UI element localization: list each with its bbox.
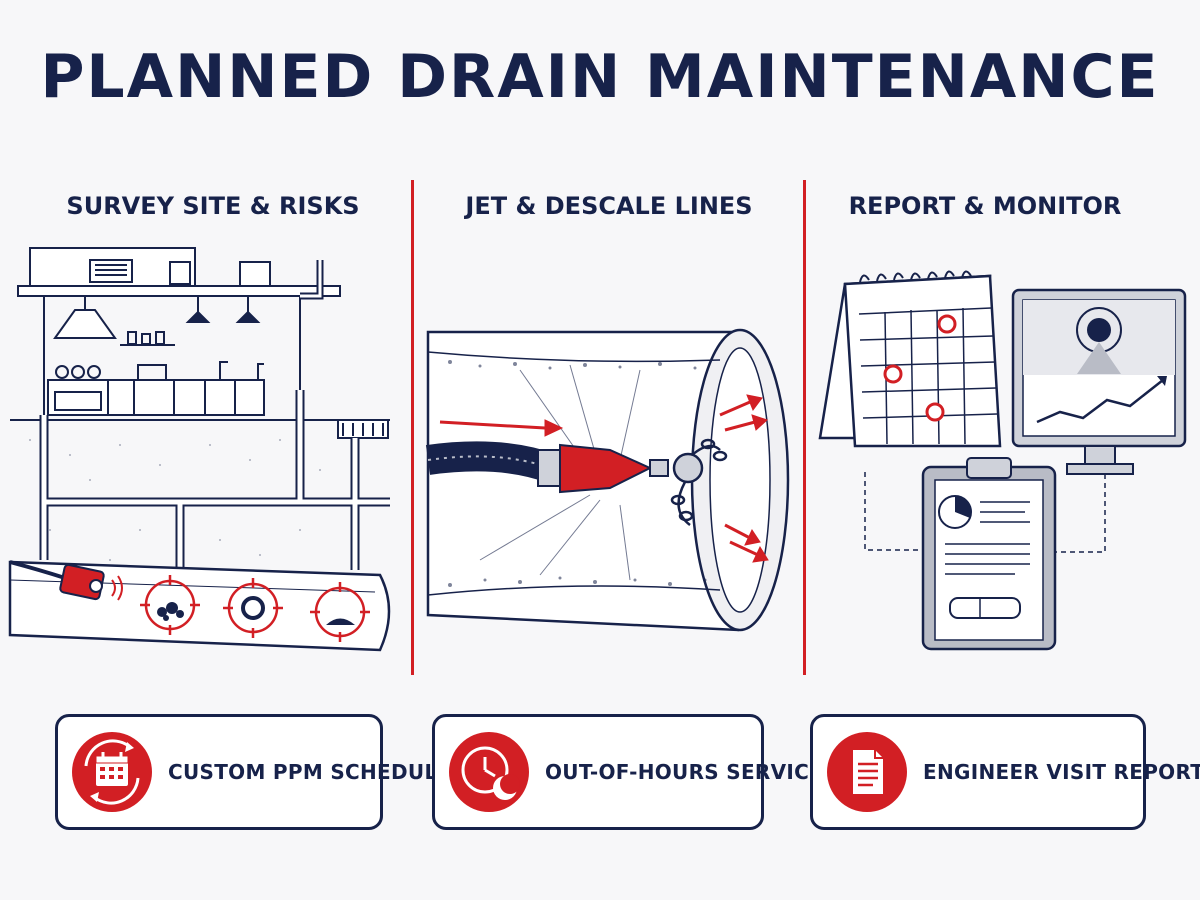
ground-texture	[29, 439, 371, 561]
building	[17, 247, 341, 416]
column-divider-right	[803, 180, 806, 675]
feature-label-out-of-hours: OUT-OF-HOURS SERVICING	[545, 760, 851, 784]
feature-label-visit-reports: ENGINEER VISIT REPORTS	[923, 760, 1200, 784]
feature-card-ppm-schedule: CUSTOM PPM SCHEDULE	[55, 714, 451, 830]
column-heading-report: REPORT & MONITOR	[848, 192, 1122, 220]
monitor	[1011, 288, 1187, 475]
document-icon	[827, 732, 907, 812]
feature-card-out-of-hours: OUT-OF-HOURS SERVICING	[432, 714, 850, 830]
clipboard	[921, 457, 1057, 651]
flow-arrows	[439, 394, 769, 563]
jetting-hose	[425, 441, 556, 483]
column-heading-survey: SURVEY SITE & RISKS	[66, 192, 360, 220]
column-heading-jet: JET & DESCALE LINES	[465, 192, 753, 220]
calendar	[818, 270, 1002, 448]
column-divider-left	[411, 180, 414, 675]
feature-card-visit-reports: ENGINEER VISIT REPORTS	[810, 714, 1200, 830]
ground	[10, 419, 390, 439]
page-title: PLANNED DRAIN MAINTENANCE	[40, 42, 1160, 112]
survey-illustration	[8, 247, 391, 652]
clock-moon-icon	[449, 732, 529, 812]
scale-deposits	[448, 360, 707, 587]
chain-knocker	[670, 438, 728, 526]
jetting-nozzle	[537, 443, 669, 494]
dashed-connector	[864, 472, 1106, 553]
drain-pipes-inner	[41, 260, 390, 570]
report-illustration	[818, 270, 1187, 651]
jetting-illustration	[425, 328, 790, 632]
camera	[59, 563, 123, 601]
feature-label-ppm-schedule: CUSTOM PPM SCHEDULE	[168, 760, 452, 784]
calendar-cycle-icon	[72, 732, 152, 812]
camera-cable	[9, 560, 66, 580]
inspection-targets	[140, 575, 370, 642]
debris	[157, 596, 355, 625]
